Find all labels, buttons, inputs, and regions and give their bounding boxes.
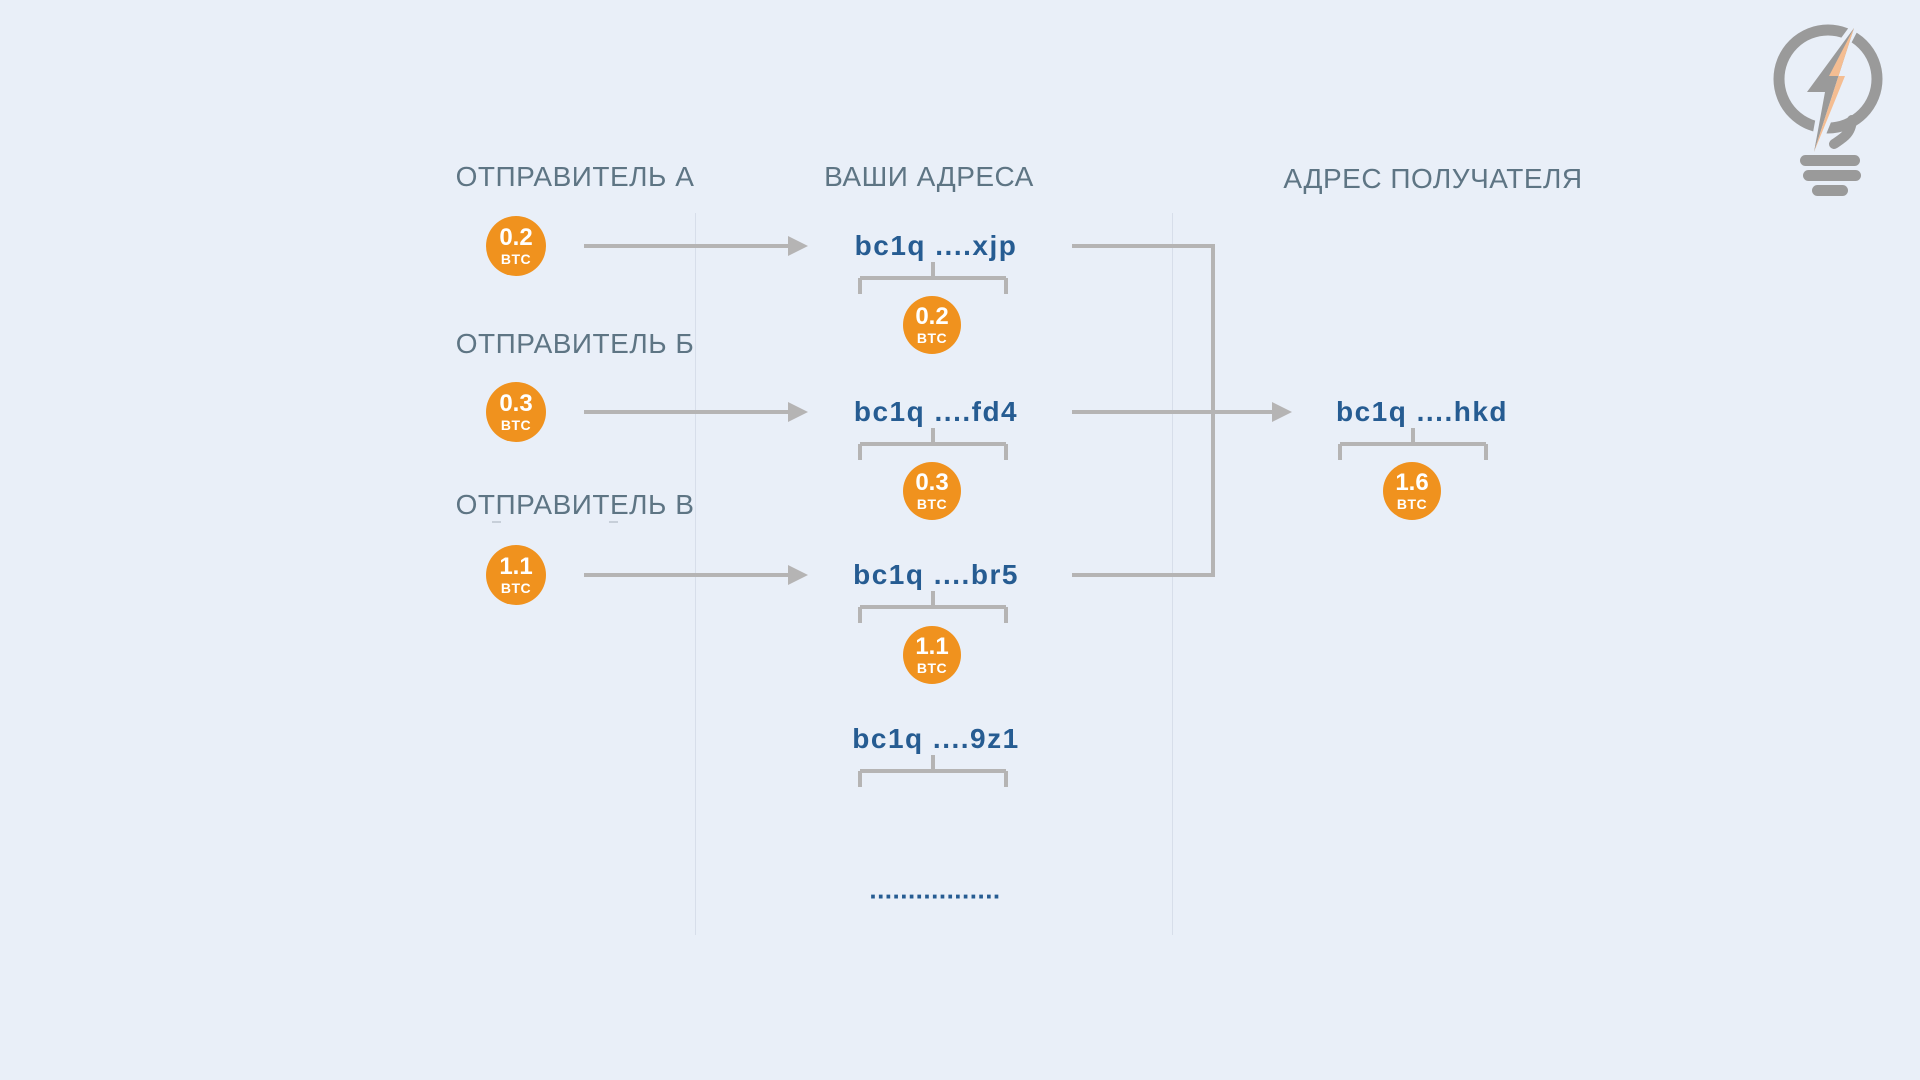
sender-c-header: ОТПРАВИТЕЛЬ В (455, 489, 695, 520)
amount-unit: BTC (916, 660, 948, 676)
sender-b-amount-badge: 0.3 BTC (486, 382, 546, 442)
your-address-4: bc1q ....9z1 (852, 723, 1020, 754)
recipient-header: АДРЕС ПОЛУЧАТЕЛЯ (1283, 163, 1583, 194)
utxo-bracket (858, 262, 1008, 294)
utxo-bracket (858, 755, 1008, 787)
sender-b-header: ОТПРАВИТЕЛЬ Б (455, 328, 695, 359)
utxo-bracket (858, 591, 1008, 623)
arrow-head-icon (1272, 402, 1292, 422)
arrow-to-recipient (1072, 410, 1272, 414)
address-2-amount-badge: 0.3 BTC (903, 462, 961, 520)
sender-c-amount-badge: 1.1 BTC (486, 545, 546, 605)
bolt-peach-half (1814, 28, 1854, 152)
your-address-3: bc1q ....br5 (853, 559, 1019, 590)
amount-value: 1.1 (499, 553, 533, 580)
amount-value: 0.2 (915, 303, 949, 330)
address-3-amount-badge: 1.1 BTC (903, 626, 961, 684)
amount-unit: BTC (500, 580, 532, 596)
arrow-sender-b (584, 410, 788, 414)
more-addresses-dots: ................. (869, 874, 1001, 905)
your-address-1: bc1q ....xjp (854, 230, 1018, 261)
arrow-head-icon (788, 236, 808, 256)
amount-value: 0.2 (499, 224, 533, 251)
faded-mark (492, 521, 501, 523)
amount-value: 0.3 (499, 390, 533, 417)
address-1-amount-badge: 0.2 BTC (903, 296, 961, 354)
utxo-bracket (1338, 428, 1488, 460)
sender-a-amount-badge: 0.2 BTC (486, 216, 546, 276)
amount-value: 1.6 (1395, 469, 1429, 496)
amount-unit: BTC (500, 251, 532, 267)
recipient-address: bc1q ....hkd (1335, 396, 1509, 427)
arrow-head-icon (788, 565, 808, 585)
sender-a-header: ОТПРАВИТЕЛЬ А (455, 161, 695, 192)
arrow-head-icon (788, 402, 808, 422)
amount-unit: BTC (916, 496, 948, 512)
lightning-bulb-logo-icon (1773, 23, 1883, 196)
your-address-2: bc1q ....fd4 (853, 396, 1019, 427)
faded-mark (609, 521, 618, 523)
amount-value: 0.3 (915, 469, 949, 496)
your-addresses-header: ВАШИ АДРЕСА (824, 161, 1034, 192)
arrow-sender-c (584, 573, 788, 577)
amount-unit: BTC (916, 330, 948, 346)
recipient-amount-badge: 1.6 BTC (1383, 462, 1441, 520)
amount-unit: BTC (1396, 496, 1428, 512)
arrow-sender-a (584, 244, 788, 248)
utxo-bracket (858, 428, 1008, 460)
amount-unit: BTC (500, 417, 532, 433)
amount-value: 1.1 (915, 633, 949, 660)
